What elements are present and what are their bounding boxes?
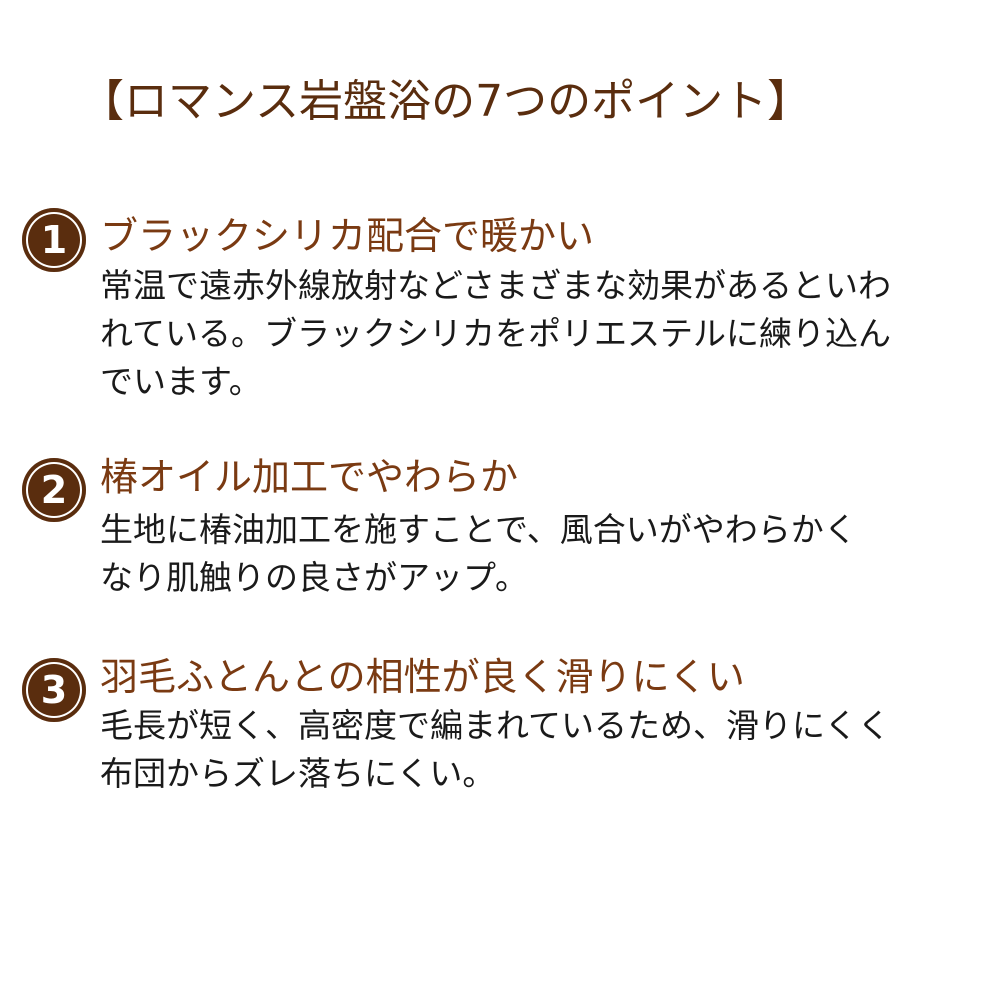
number-badge: 2 (22, 458, 86, 522)
point-description: 毛長が短く、高密度で編まれているため、滑りにくく 布団からズレ落ちにくい。 (100, 702, 950, 798)
point-heading: ブラックシリカ配合で暖かい (100, 214, 595, 258)
point-description: 生地に椿油加工を施すことで、風合いがやわらかく なり肌触りの良さがアップ。 (100, 506, 950, 602)
description-line: でいます。 (100, 362, 262, 401)
description-line: 常温で遠赤外線放射などさまざまな効果があるといわ (100, 266, 892, 305)
description-line: 毛長が短く、高密度で編まれているため、滑りにくく (100, 706, 891, 745)
point-heading: 椿オイル加工でやわらか (100, 455, 519, 499)
page-title: 【ロマンス岩盤浴の7つのポイント】 (80, 76, 812, 127)
description-line: 生地に椿油加工を施すことで、風合いがやわらかく (100, 510, 857, 549)
number-badge: 1 (22, 208, 86, 272)
point-description: 常温で遠赤外線放射などさまざまな効果があるといわ れている。ブラックシリカをポリ… (100, 262, 950, 406)
point-heading: 羽毛ふとんとの相性が良く滑りにくい (100, 655, 745, 699)
number-badge: 3 (22, 658, 86, 722)
description-line: 布団からズレ落ちにくい。 (100, 754, 496, 793)
description-line: なり肌触りの良さがアップ。 (100, 558, 529, 597)
description-line: れている。ブラックシリカをポリエステルに練り込ん (100, 314, 892, 353)
